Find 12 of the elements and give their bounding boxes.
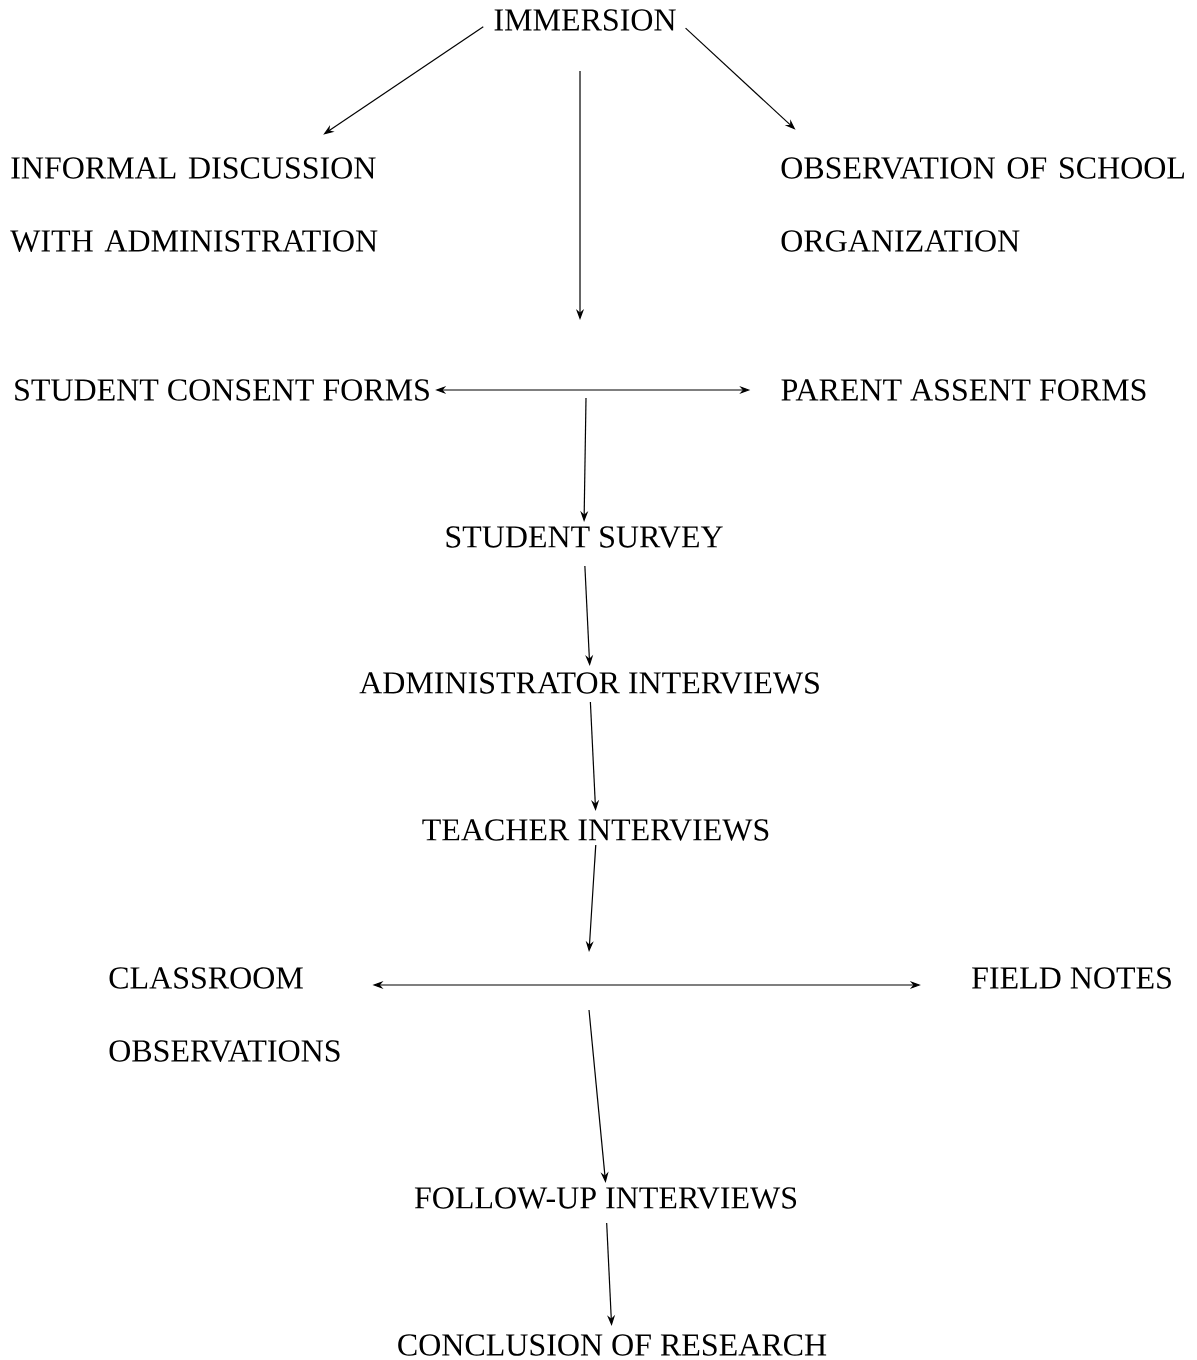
step-label: ADMINISTRATOR INTERVIEWS <box>359 672 819 694</box>
step-label: OBSERVATION OF SCHOOL ORGANIZATION <box>781 157 1184 252</box>
step-label: TEACHER INTERVIEWS <box>422 819 769 841</box>
step-label: PARENT ASSENT FORMS <box>781 379 1146 401</box>
step-label: FIELD NOTES <box>972 967 1171 989</box>
step-label: FOLLOW-UP INTERVIEWS <box>414 1187 797 1209</box>
step-label: INFORMAL DISCUSSION WITH ADMINISTRATION <box>10 157 378 252</box>
step-label: STUDENT CONSENT FORMS <box>15 379 429 401</box>
step-label: STUDENT SURVEY <box>446 526 723 548</box>
step-label: CONCLUSION OF RESEARCH <box>398 1334 827 1356</box>
step-label: CLASSROOM OBSERVATIONS <box>109 967 340 1062</box>
step-label: IMMERSION <box>494 9 676 31</box>
